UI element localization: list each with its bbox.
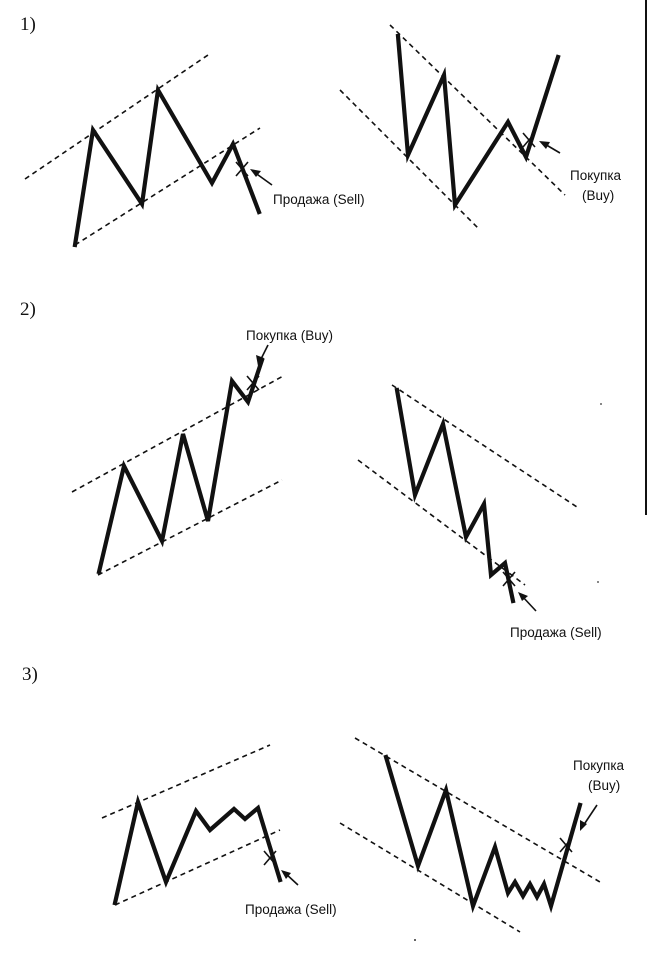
arrow-icon <box>250 169 273 186</box>
sell-annotation: Продажа (Sell) <box>273 192 365 207</box>
channel-lower-line <box>114 829 281 906</box>
channel-lower-line <box>97 479 283 576</box>
channel-upper-line <box>24 54 209 180</box>
scan-speck <box>597 581 599 583</box>
section-3-right-panel: Покупка (Buy) <box>339 737 628 933</box>
scan-speck <box>414 939 416 941</box>
scan-speck <box>600 403 602 405</box>
price-line <box>395 33 561 212</box>
section-2-left-panel: Покупка (Buy) <box>71 328 333 576</box>
arrow-icon <box>281 870 299 886</box>
channel-lower-line <box>339 822 521 933</box>
arrow-icon <box>580 804 598 831</box>
channel-upper-line <box>101 744 271 819</box>
price-line <box>72 83 262 248</box>
section-3-left-panel: Продажа (Sell) <box>101 744 337 917</box>
channel-lower-line <box>357 459 526 586</box>
section-2-label: 2) <box>20 299 36 320</box>
buy-annotation: Покупка (Buy) <box>573 758 628 793</box>
price-line <box>383 754 583 914</box>
section-1-right-panel: Покупка (Buy) <box>339 24 625 231</box>
price-line <box>96 357 265 575</box>
channel-upper-line <box>354 737 601 883</box>
arrow-icon <box>256 344 269 366</box>
channel-upper-line <box>391 384 578 508</box>
section-2-right-panel: Продажа (Sell) <box>357 384 602 640</box>
breakout-cross-icon <box>559 837 573 853</box>
channel-lower-line <box>339 89 481 231</box>
breakout-cross-icon <box>522 132 536 148</box>
channel-upper-line <box>389 24 566 196</box>
price-line <box>394 387 516 604</box>
section-1-label: 1) <box>20 14 36 35</box>
buy-annotation: Покупка (Buy) <box>570 168 625 203</box>
breakout-cross-icon <box>235 161 249 177</box>
breakout-cross-icon <box>246 375 260 391</box>
section-3-label: 3) <box>22 664 38 685</box>
sell-annotation: Продажа (Sell) <box>510 625 602 640</box>
price-line <box>112 794 283 906</box>
buy-annotation: Покупка (Buy) <box>246 328 333 343</box>
arrow-icon <box>518 592 537 612</box>
section-1-left-panel: Продажа (Sell) <box>24 54 365 248</box>
arrow-icon <box>539 141 561 154</box>
breakout-cross-icon <box>502 571 516 587</box>
breakout-cross-icon <box>263 850 277 866</box>
sell-annotation: Продажа (Sell) <box>245 902 337 917</box>
